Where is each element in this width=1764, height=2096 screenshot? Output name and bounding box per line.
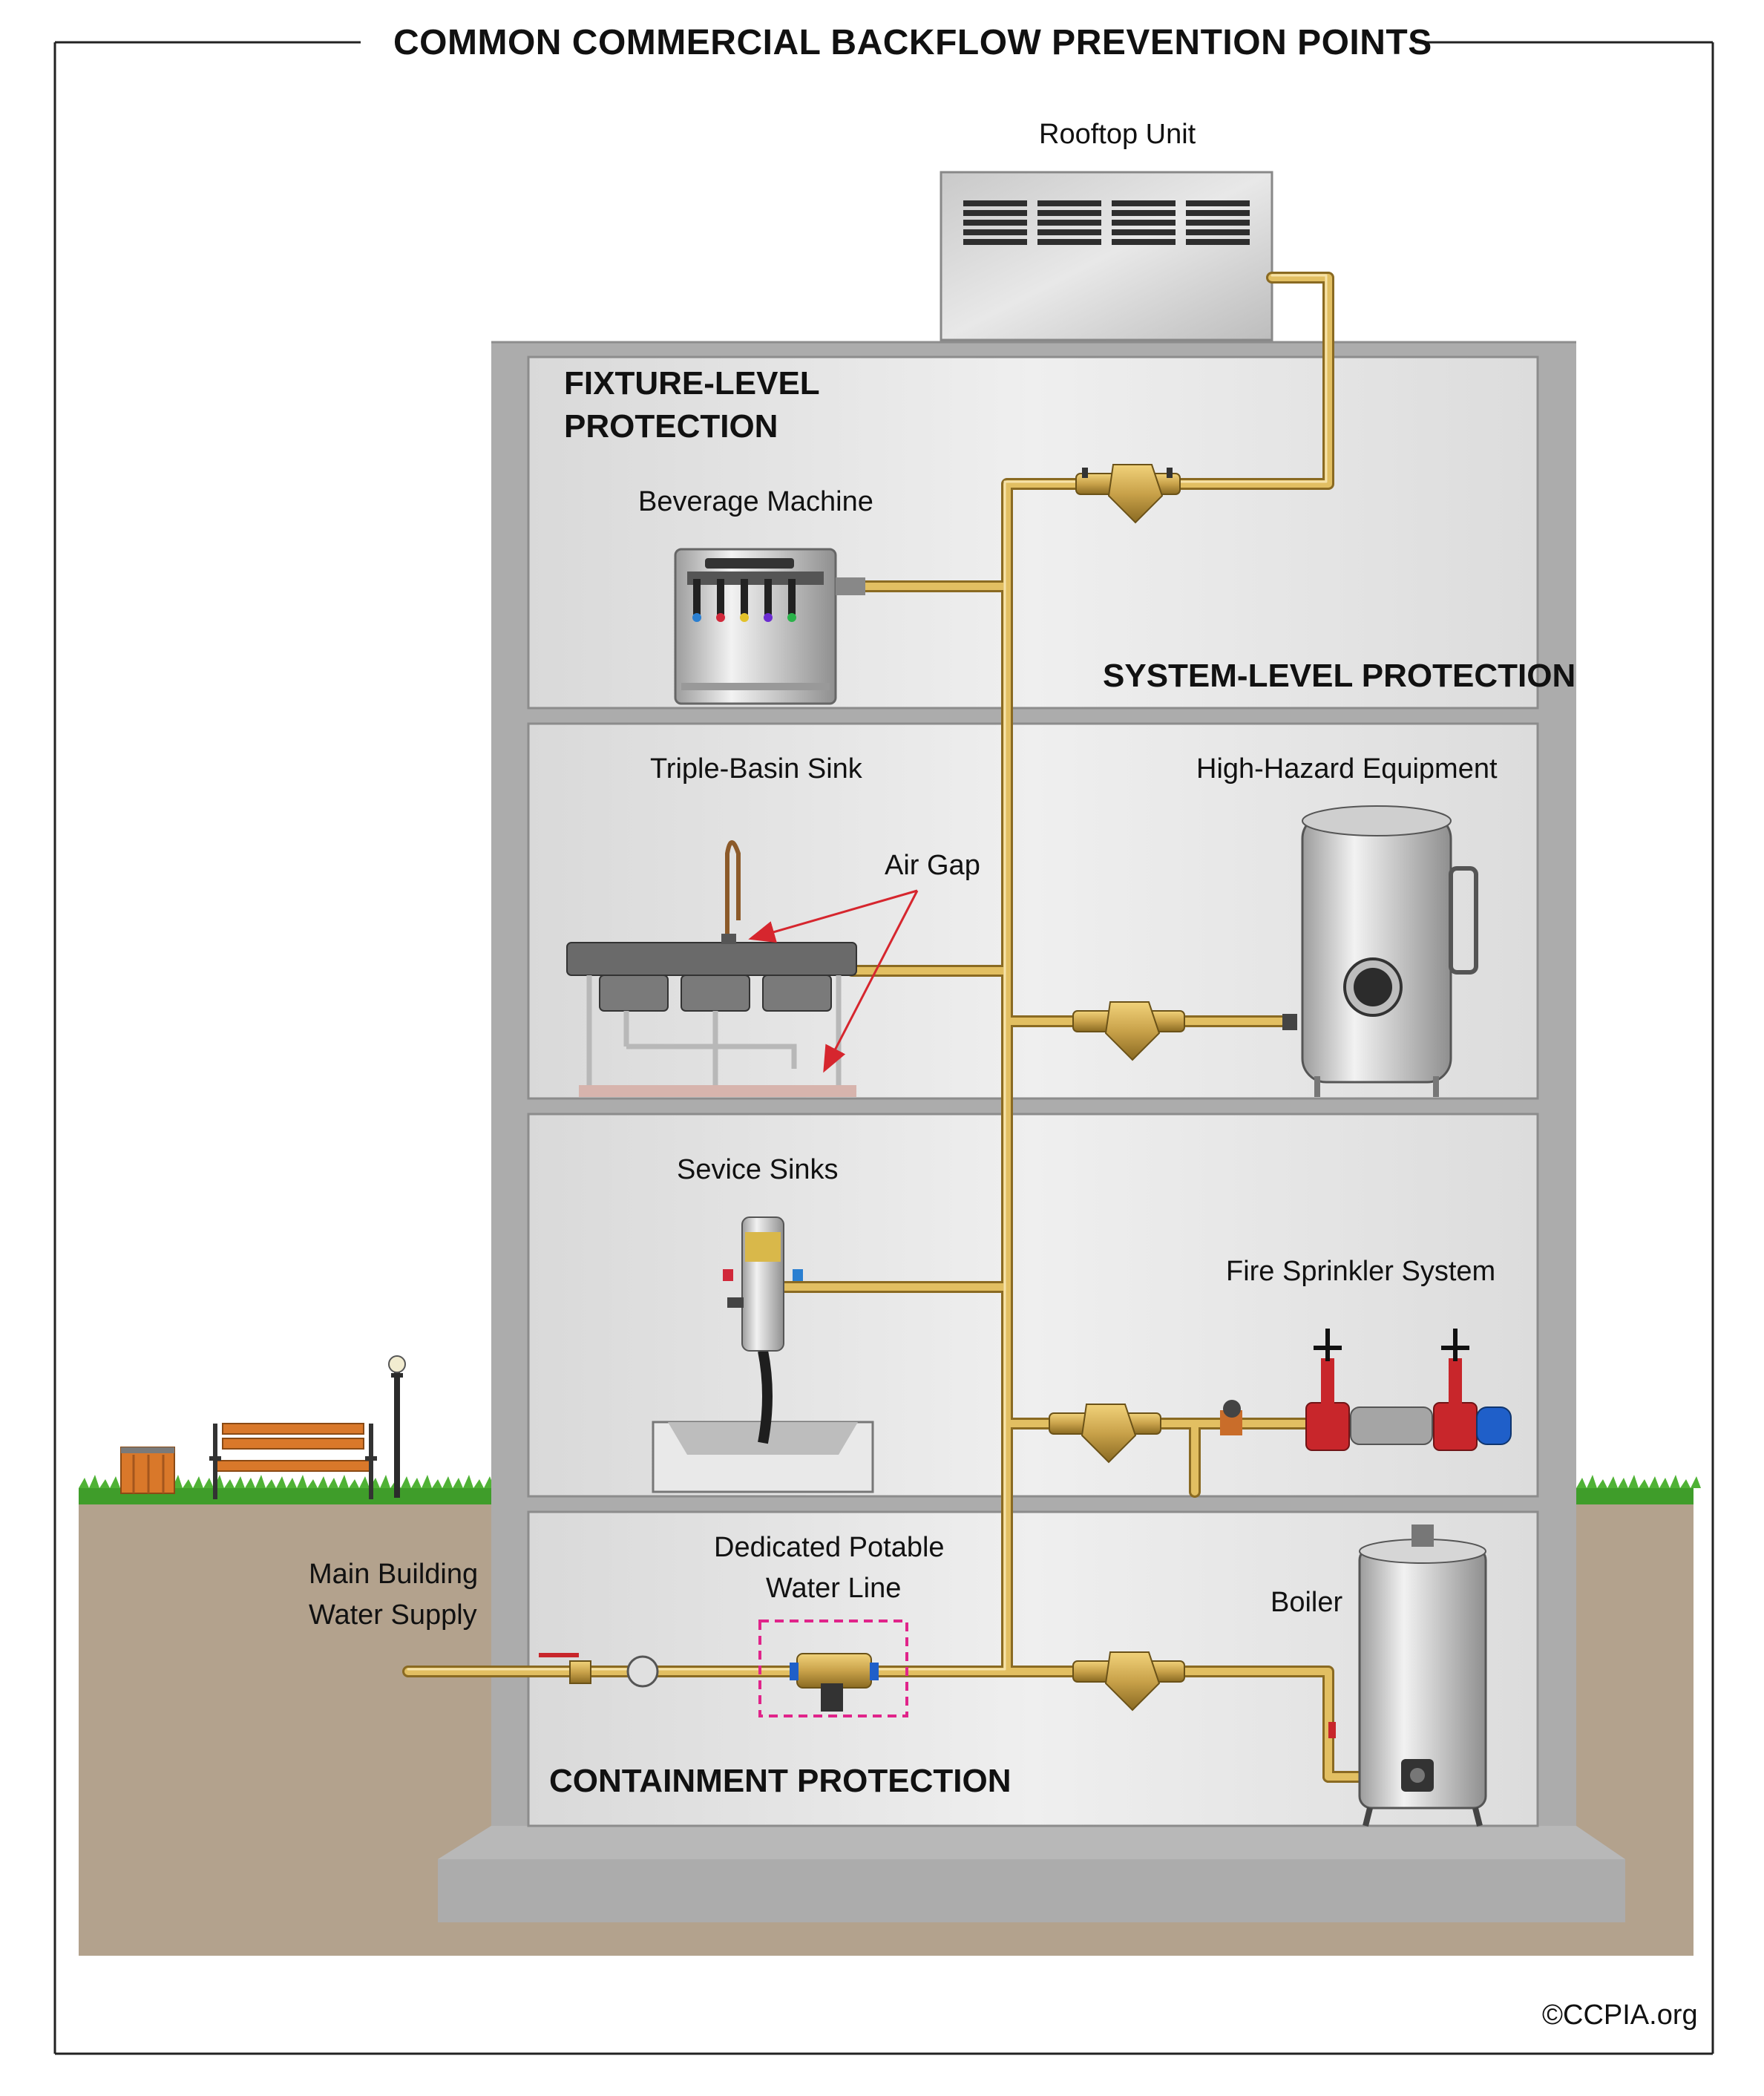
boiler-label: Boiler — [1270, 1587, 1343, 1618]
main-supply-label-line2: Water Supply — [309, 1599, 477, 1631]
containment-header: CONTAINMENT PROTECTION — [549, 1763, 1011, 1799]
dedicated-line-highlight — [758, 1620, 908, 1717]
main-line-fittings — [539, 1653, 879, 1712]
beverage-machine — [674, 548, 865, 705]
lamp-post — [388, 1355, 406, 1498]
backflow-assembly-sprinkler — [1049, 1404, 1161, 1464]
triple-basin-sink-label: Triple-Basin Sink — [650, 753, 862, 785]
fire-sprinkler-valves — [1220, 1329, 1512, 1451]
rooftop-unit-label: Rooftop Unit — [1039, 119, 1196, 150]
trash-bin — [120, 1447, 175, 1494]
high-hazard-equipment-label: High-Hazard Equipment — [1196, 753, 1498, 785]
high-hazard-tank — [1282, 805, 1478, 1097]
park-bench — [209, 1423, 377, 1499]
air-gap-arrows — [748, 889, 919, 1073]
system-level-header: SYSTEM-LEVEL PROTECTION — [1103, 658, 1576, 694]
service-sinks-label: Sevice Sinks — [677, 1154, 839, 1185]
fixture-level-header-line2: PROTECTION — [564, 408, 778, 445]
outer-frame — [53, 41, 1714, 2055]
beverage-machine-label: Beverage Machine — [638, 486, 873, 517]
grass-right — [1576, 1475, 1701, 1504]
backflow-assembly-hazard — [1072, 1001, 1185, 1061]
fixture-level-header-line1: FIXTURE-LEVEL — [564, 365, 820, 402]
boiler — [1328, 1524, 1487, 1827]
air-gap-label: Air Gap — [885, 850, 980, 881]
grass-left — [79, 1475, 557, 1504]
triple-basin-sink — [566, 840, 857, 1097]
backflow-assembly-rooftop — [1075, 464, 1181, 524]
copyright-label: ©CCPIA.org — [1542, 2000, 1698, 2031]
rooftop-unit — [940, 171, 1273, 341]
backflow-assembly-boiler — [1072, 1651, 1185, 1712]
dedicated-line-label-line2: Water Line — [766, 1573, 902, 1604]
page-title: COMMON COMMERCIAL BACKFLOW PREVENTION PO… — [393, 23, 1432, 62]
dedicated-line-label-line1: Dedicated Potable — [714, 1532, 945, 1563]
fire-sprinkler-system-label: Fire Sprinkler System — [1226, 1256, 1496, 1287]
service-sink — [652, 1216, 874, 1493]
main-supply-label-line1: Main Building — [309, 1559, 479, 1590]
